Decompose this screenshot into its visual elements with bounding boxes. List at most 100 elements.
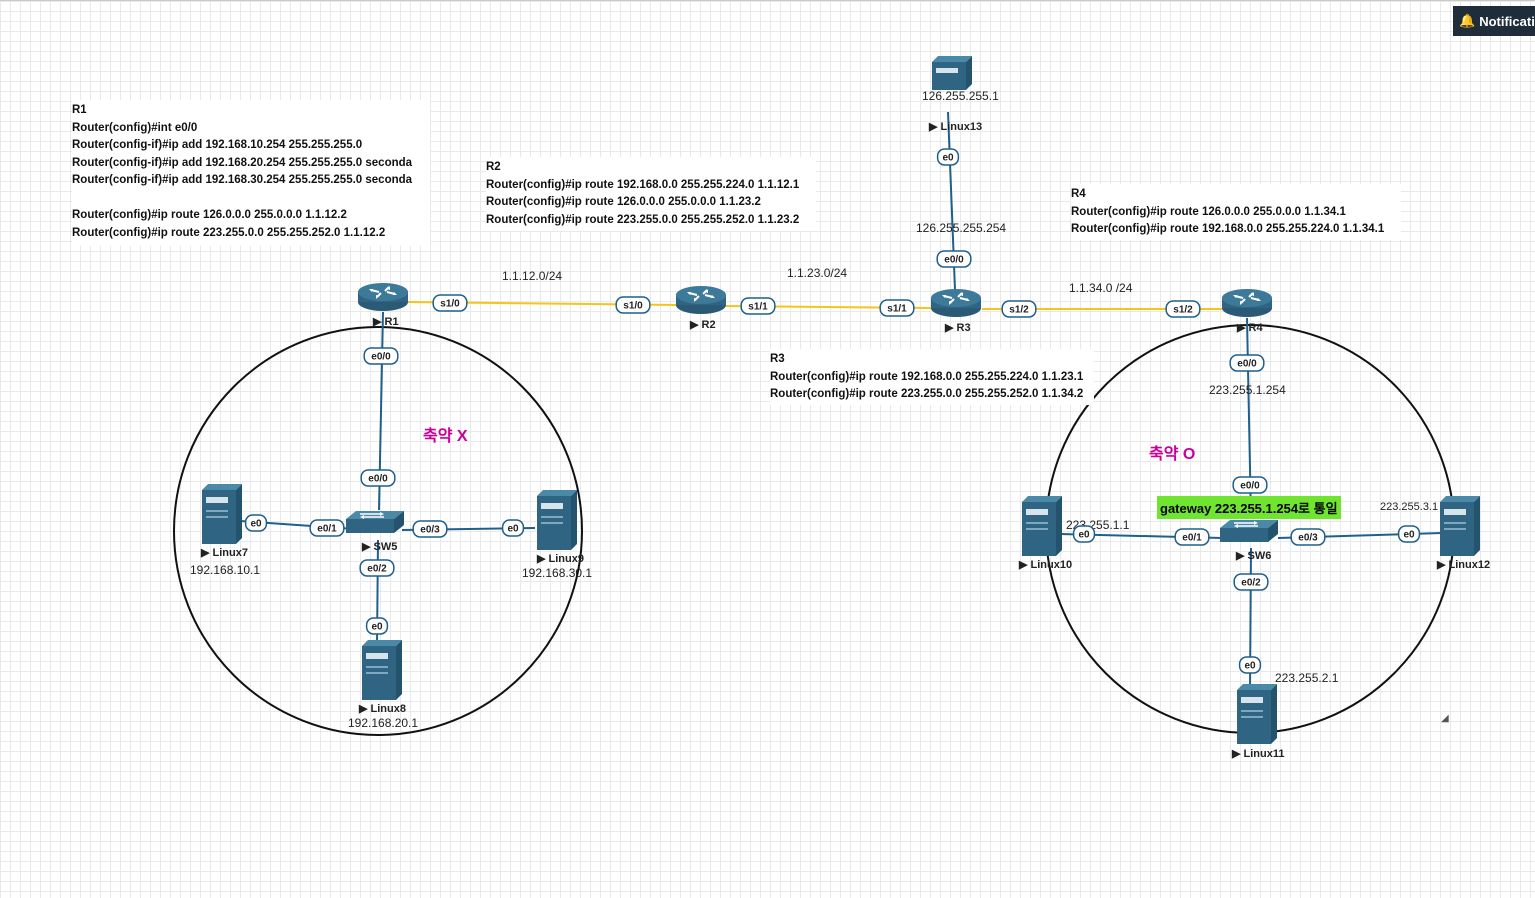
server-linux11[interactable] (1237, 684, 1277, 744)
port-label: e0/2 (367, 564, 387, 575)
config-line: Router(config)#ip route 192.168.0.0 255.… (770, 370, 1084, 383)
port-r4-e00[interactable]: e0/0 (1229, 354, 1265, 372)
port-r4-s12[interactable]: s1/2 (1165, 300, 1201, 318)
config-line: R1 (72, 104, 87, 116)
notifications-button[interactable]: 🔔 Notificati (1453, 6, 1535, 36)
label-linux10: ▶ Linux10 (1018, 559, 1072, 571)
server-linux7[interactable] (202, 484, 242, 544)
port-l7-e0[interactable]: e0 (244, 514, 268, 532)
config-line: R2 (486, 161, 501, 173)
router-r4[interactable] (1221, 288, 1273, 318)
config-line: Router(config)#ip route 192.168.0.0 255.… (1071, 223, 1385, 235)
label-linux12: ▶ Linux12 (1436, 559, 1490, 571)
label-r3: ▶ R3 (944, 322, 971, 334)
port-label: s1/1 (748, 302, 768, 313)
config-line: Router(config)#ip route 223.255.0.0 255.… (486, 213, 800, 226)
port-sw5-e02[interactable]: e0/2 (359, 559, 395, 577)
port-sw6-e03[interactable]: e0/3 (1290, 528, 1326, 546)
router-r3[interactable] (930, 288, 982, 318)
port-label: e0/3 (1298, 533, 1318, 544)
config-line: Router(config)#ip route 126.0.0.0 255.0.… (72, 209, 347, 221)
label-r1: ▶ R1 (372, 316, 399, 328)
label-linux8: ▶ Linux8 (358, 703, 406, 715)
port-label: e0/2 (1241, 578, 1261, 589)
config-line: Router(config)#ip route 192.168.0.0 255.… (486, 178, 800, 191)
port-label: e0/0 (368, 474, 388, 485)
port-label: e0 (371, 622, 383, 633)
config-line: R3 (770, 353, 785, 365)
resize-handle-icon[interactable]: ◢ (1441, 713, 1449, 724)
label-linux7: ▶ Linux7 (200, 547, 248, 559)
switch-sw6[interactable] (1219, 519, 1279, 543)
config-line (72, 190, 430, 208)
port-l9-e0[interactable]: e0 (501, 519, 525, 537)
port-label: e0/1 (317, 524, 337, 535)
config-line: Router(config)#ip route 223.255.0.0 255.… (770, 388, 1084, 400)
router-r1[interactable] (357, 282, 409, 312)
port-label: e0 (250, 519, 262, 530)
config-line: Router(config)#ip route 126.0.0.0 255.0.… (486, 196, 761, 208)
port-r3-s11[interactable]: s1/1 (879, 299, 915, 317)
gateway-note: gateway 223.255.1.254로 통일 (1157, 496, 1341, 519)
port-r2-s11[interactable]: s1/1 (740, 297, 776, 315)
ip-linux9: 192.168.30.1 (522, 566, 592, 580)
port-r3-e00[interactable]: e0/0 (936, 250, 972, 268)
router-r2[interactable] (675, 285, 727, 315)
port-label: e0 (1244, 661, 1256, 672)
port-l11-e0[interactable]: e0 (1238, 656, 1262, 674)
port-sw5-e01[interactable]: e0/1 (309, 519, 345, 537)
port-label: s1/1 (887, 304, 907, 315)
config-line: Router(config)#ip route 126.0.0.0 255.0.… (1071, 205, 1346, 218)
port-l12-e0[interactable]: e0 (1397, 525, 1421, 543)
label-sw6: ▶ SW6 (1235, 550, 1271, 562)
server-linux12[interactable] (1440, 496, 1480, 556)
config-line: Router(config-if)#ip add 192.168.20.254 … (72, 156, 413, 169)
port-sw5-e00[interactable]: e0/0 (360, 469, 396, 487)
server-linux8[interactable] (362, 640, 402, 700)
net-label-23: 1.1.23.0/24 (787, 266, 847, 280)
port-label: e0 (1078, 530, 1090, 541)
port-label: e0 (1403, 530, 1415, 541)
ip-linux11: 223.255.2.1 (1275, 671, 1339, 685)
label-linux13: ▶ Linux13 (928, 121, 982, 133)
label-linux11: ▶ Linux11 (1231, 748, 1284, 760)
port-l8-e0[interactable]: e0 (365, 617, 389, 635)
port-l10-e0[interactable]: e0 (1072, 525, 1096, 543)
zone-right-label: 축약 O (1149, 446, 1196, 463)
port-sw6-e02[interactable]: e0/2 (1233, 573, 1269, 591)
notifications-label: Notificati (1479, 13, 1535, 29)
port-label: e0/0 (944, 255, 964, 266)
ip-r3-e00: 126.255.255.254 (916, 221, 1006, 235)
config-line: R4 (1071, 188, 1086, 200)
port-label: e0/1 (1182, 533, 1202, 544)
port-label: s1/0 (440, 299, 460, 310)
port-r3-s12[interactable]: s1/2 (1001, 300, 1037, 318)
label-r2: ▶ R2 (689, 319, 716, 331)
port-r2-s10[interactable]: s1/0 (615, 296, 651, 314)
label-r4: ▶ R4 (1236, 322, 1263, 334)
bell-icon: 🔔 (1459, 13, 1476, 28)
zone-left-circle (173, 326, 583, 736)
label-sw5: ▶ SW5 (361, 541, 397, 553)
port-label: e0 (507, 524, 519, 535)
port-sw5-e03[interactable]: e0/3 (412, 520, 448, 538)
server-linux9[interactable] (537, 490, 577, 550)
port-r1-e00[interactable]: e0/0 (363, 347, 399, 365)
port-label: s1/2 (1173, 305, 1193, 316)
port-l13-e0[interactable]: e0 (936, 148, 960, 166)
net-label-12: 1.1.12.0/24 (502, 269, 562, 283)
port-sw6-e01[interactable]: e0/1 (1174, 528, 1210, 546)
server-linux13[interactable] (932, 56, 972, 90)
port-label: e0/3 (420, 525, 440, 536)
port-label: e0/0 (371, 352, 391, 363)
ip-linux8: 192.168.20.1 (348, 716, 418, 730)
port-r1-s10[interactable]: s1/0 (432, 294, 468, 312)
switch-sw5[interactable] (345, 510, 405, 534)
server-linux10[interactable] (1022, 496, 1062, 556)
port-sw6-e00[interactable]: e0/0 (1232, 476, 1268, 494)
port-label: e0/0 (1240, 481, 1260, 492)
